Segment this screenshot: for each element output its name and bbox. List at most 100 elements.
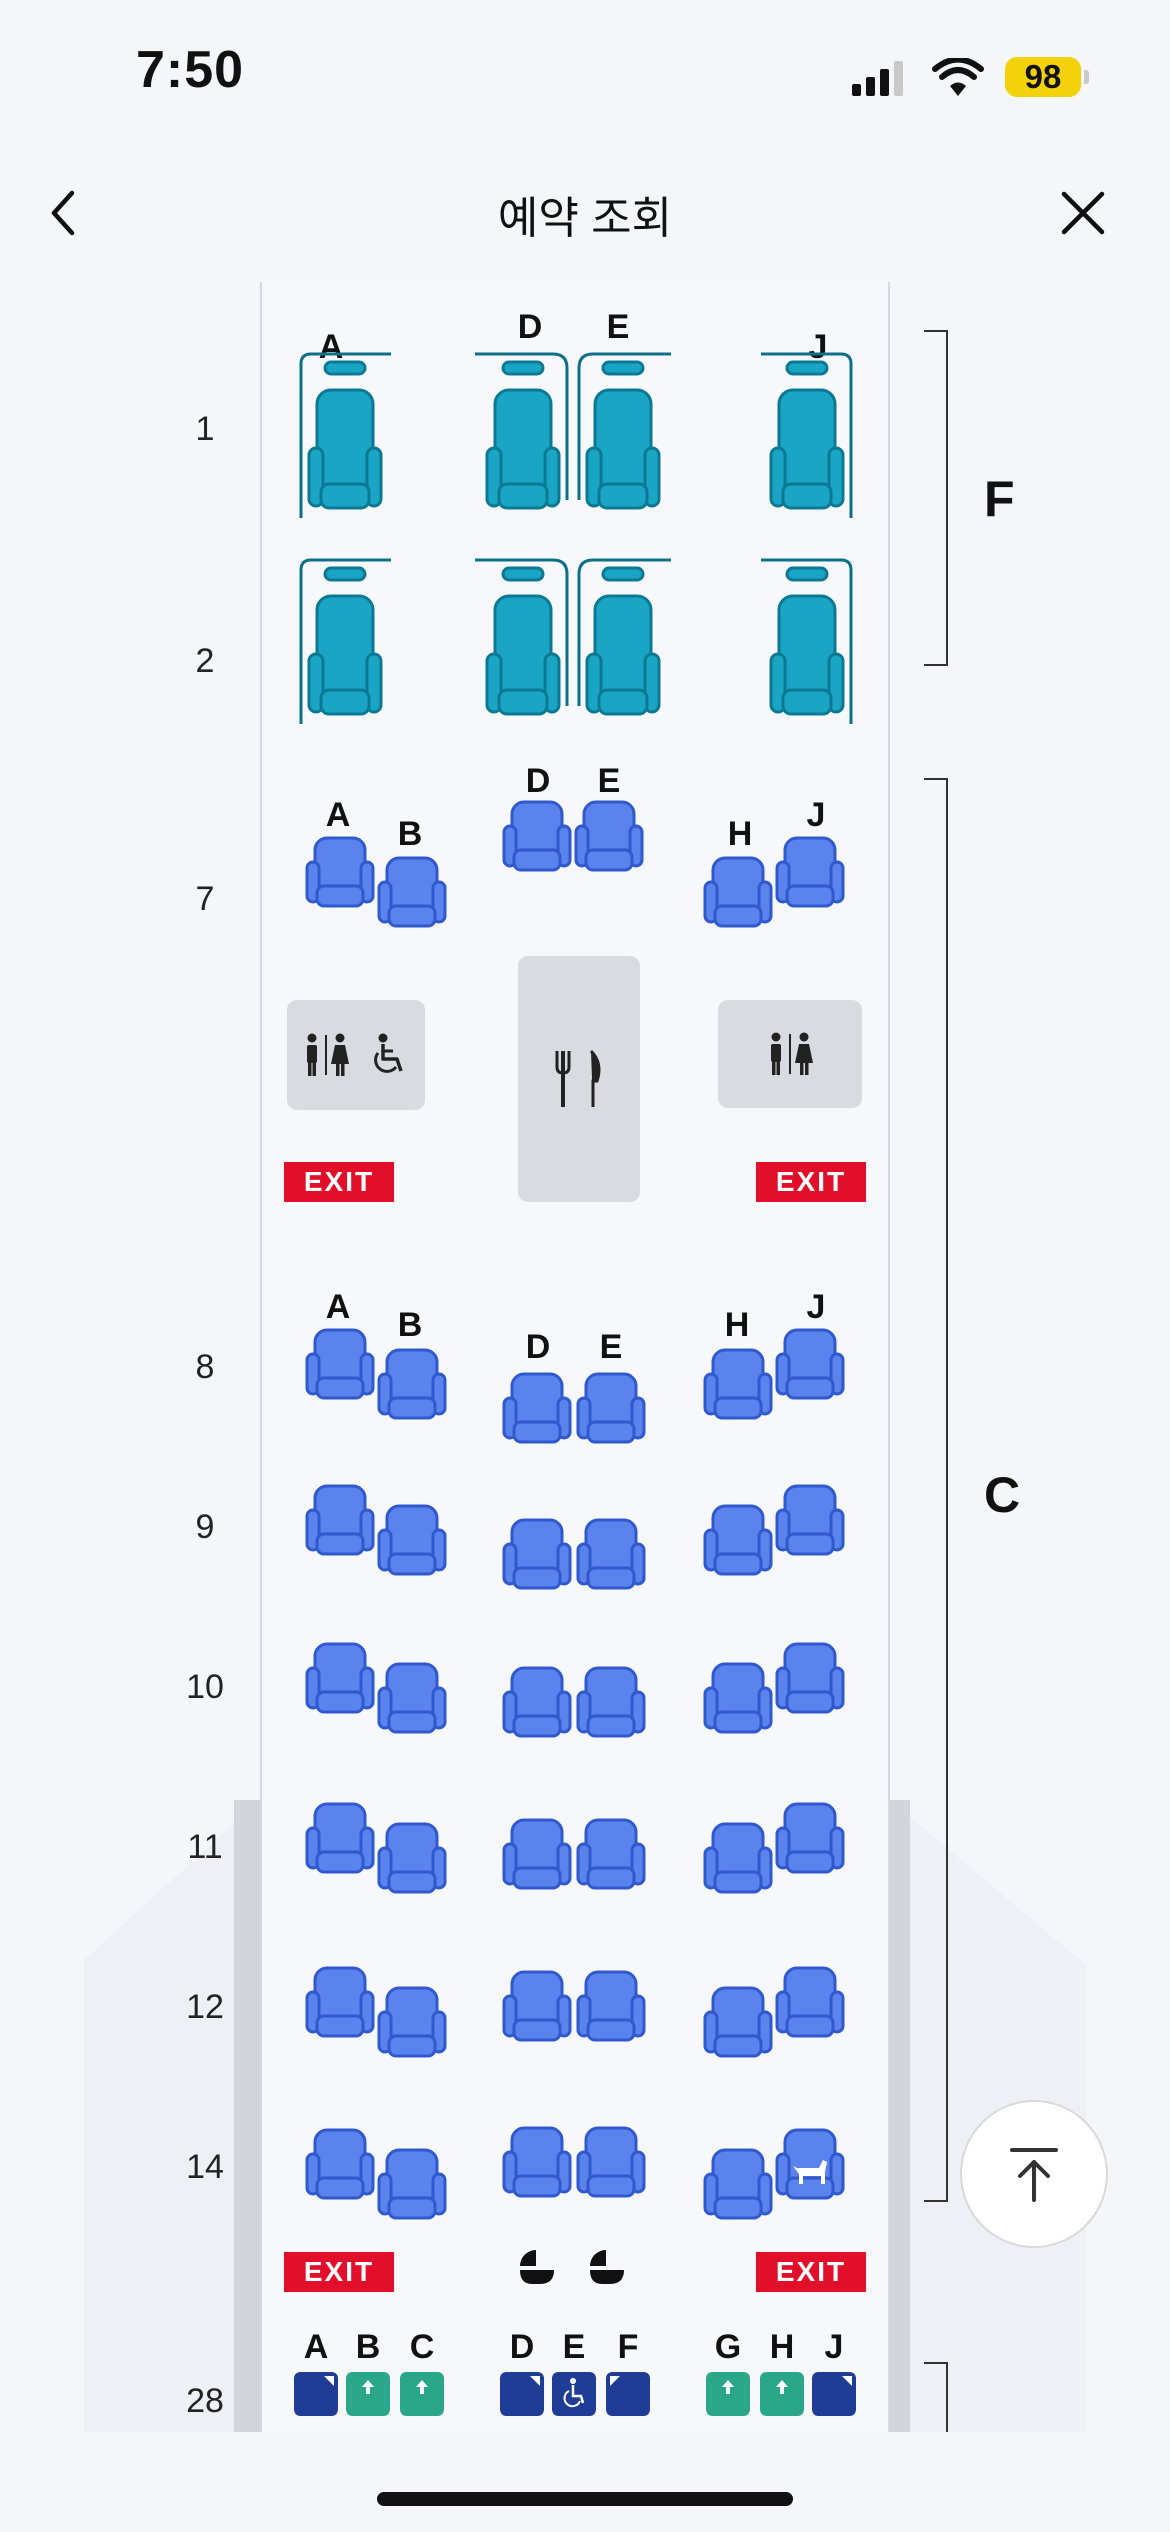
seat-9B[interactable] (377, 1504, 447, 1578)
seat-7H[interactable] (703, 856, 773, 930)
extra-legroom-icon (416, 2380, 428, 2394)
seat-9E[interactable] (576, 1518, 646, 1592)
seat-28F[interactable] (606, 2372, 650, 2416)
status-bar: 7:50 98 (0, 0, 1170, 150)
seat-8E[interactable] (576, 1372, 646, 1446)
bassinet-icon (520, 2250, 554, 2284)
lavatory-right (718, 1000, 862, 1108)
seat-8H[interactable] (703, 1348, 773, 1422)
seat-1D[interactable] (473, 350, 573, 520)
back-button[interactable] (44, 188, 84, 238)
cabin-bracket-business (924, 778, 948, 2202)
row-label: 7 (195, 880, 215, 918)
seat-28H[interactable] (760, 2372, 804, 2416)
seat-10H[interactable] (703, 1662, 773, 1736)
scroll-top-icon (1010, 2148, 1058, 2202)
row-label: 8 (195, 1348, 215, 1386)
seat-2E[interactable] (573, 556, 673, 726)
seat-11B[interactable] (377, 1822, 447, 1896)
column-label: C (409, 2328, 435, 2366)
seat-28B[interactable] (346, 2372, 390, 2416)
row-label: 12 (186, 1988, 224, 2026)
seat-14D[interactable] (502, 2126, 572, 2200)
seat-11J[interactable] (775, 1802, 845, 1876)
seat-1A[interactable] (295, 350, 395, 520)
seat-12B[interactable] (377, 1986, 447, 2060)
seat-7J[interactable] (775, 836, 845, 910)
seat-14H[interactable] (703, 2148, 773, 2222)
seat-28E[interactable] (552, 2372, 596, 2416)
seat-9J[interactable] (775, 1484, 845, 1558)
seat-8J[interactable] (775, 1328, 845, 1402)
seat-2D[interactable] (473, 556, 573, 726)
cellular-signal-icon (852, 61, 903, 96)
seat-7E[interactable] (574, 800, 644, 874)
galley (518, 956, 640, 1202)
close-button[interactable] (1060, 190, 1106, 236)
seat-10E[interactable] (576, 1666, 646, 1740)
seat-28D[interactable] (500, 2372, 544, 2416)
seat-8B[interactable] (377, 1348, 447, 1422)
extra-legroom-icon (362, 2380, 374, 2394)
column-label: J (824, 2328, 844, 2366)
scroll-top-button[interactable] (960, 2100, 1108, 2248)
column-label: E (599, 1328, 623, 1366)
seat-14B[interactable] (377, 2148, 447, 2222)
column-label: D (525, 762, 551, 800)
seat-9D[interactable] (502, 1518, 572, 1592)
seat-7A[interactable] (305, 836, 375, 910)
seat-14E[interactable] (576, 2126, 646, 2200)
column-label: B (355, 2328, 381, 2366)
column-label: E (606, 308, 630, 346)
seat-28G[interactable] (706, 2372, 750, 2416)
wifi-icon (932, 58, 984, 96)
seat-8D[interactable] (502, 1372, 572, 1446)
column-label: E (562, 2328, 586, 2366)
extra-legroom-icon (776, 2380, 788, 2394)
seat-10J[interactable] (775, 1642, 845, 1716)
seat-1J[interactable] (757, 350, 857, 520)
status-time: 7:50 (136, 41, 245, 99)
seat-2A[interactable] (295, 556, 395, 726)
seat-9A[interactable] (305, 1484, 375, 1558)
seat-12J[interactable] (775, 1966, 845, 2040)
seat-8A[interactable] (305, 1328, 375, 1402)
seat-12A[interactable] (305, 1966, 375, 2040)
seat-7D[interactable] (502, 800, 572, 874)
battery-level: 98 (1024, 58, 1062, 95)
seat-14J[interactable] (775, 2128, 845, 2202)
seat-28A[interactable] (294, 2372, 338, 2416)
seat-28J[interactable] (812, 2372, 856, 2416)
column-label: F (617, 2328, 639, 2366)
seat-2J[interactable] (757, 556, 857, 726)
column-label: J (806, 1288, 826, 1326)
seat-10A[interactable] (305, 1642, 375, 1716)
lavatory-icon (307, 1033, 349, 1076)
chevron-left-icon (51, 190, 75, 236)
seat-28C[interactable] (400, 2372, 444, 2416)
seat-7B[interactable] (377, 856, 447, 930)
seat-9H[interactable] (703, 1504, 773, 1578)
battery-nub (1084, 70, 1089, 84)
column-label: J (806, 796, 826, 834)
seat-12D[interactable] (502, 1970, 572, 2044)
column-label: D (517, 308, 543, 346)
seat-14A[interactable] (305, 2128, 375, 2202)
left-wing (84, 1800, 260, 2432)
column-label: A (325, 796, 351, 834)
wheelchair-icon (374, 1033, 403, 1073)
column-label: G (714, 2328, 742, 2366)
seat-12H[interactable] (703, 1986, 773, 2060)
seat-11D[interactable] (502, 1818, 572, 1892)
galley-icon (555, 1049, 601, 1107)
exit-sign-right: EXIT (756, 1162, 866, 1202)
cabin-bracket-economy (924, 2362, 948, 2432)
seat-10B[interactable] (377, 1662, 447, 1736)
seat-11H[interactable] (703, 1822, 773, 1896)
seat-10D[interactable] (502, 1666, 572, 1740)
seat-1E[interactable] (573, 350, 673, 520)
exit-sign-left: EXIT (284, 2252, 394, 2292)
seat-11E[interactable] (576, 1818, 646, 1892)
seat-11A[interactable] (305, 1802, 375, 1876)
seat-12E[interactable] (576, 1970, 646, 2044)
